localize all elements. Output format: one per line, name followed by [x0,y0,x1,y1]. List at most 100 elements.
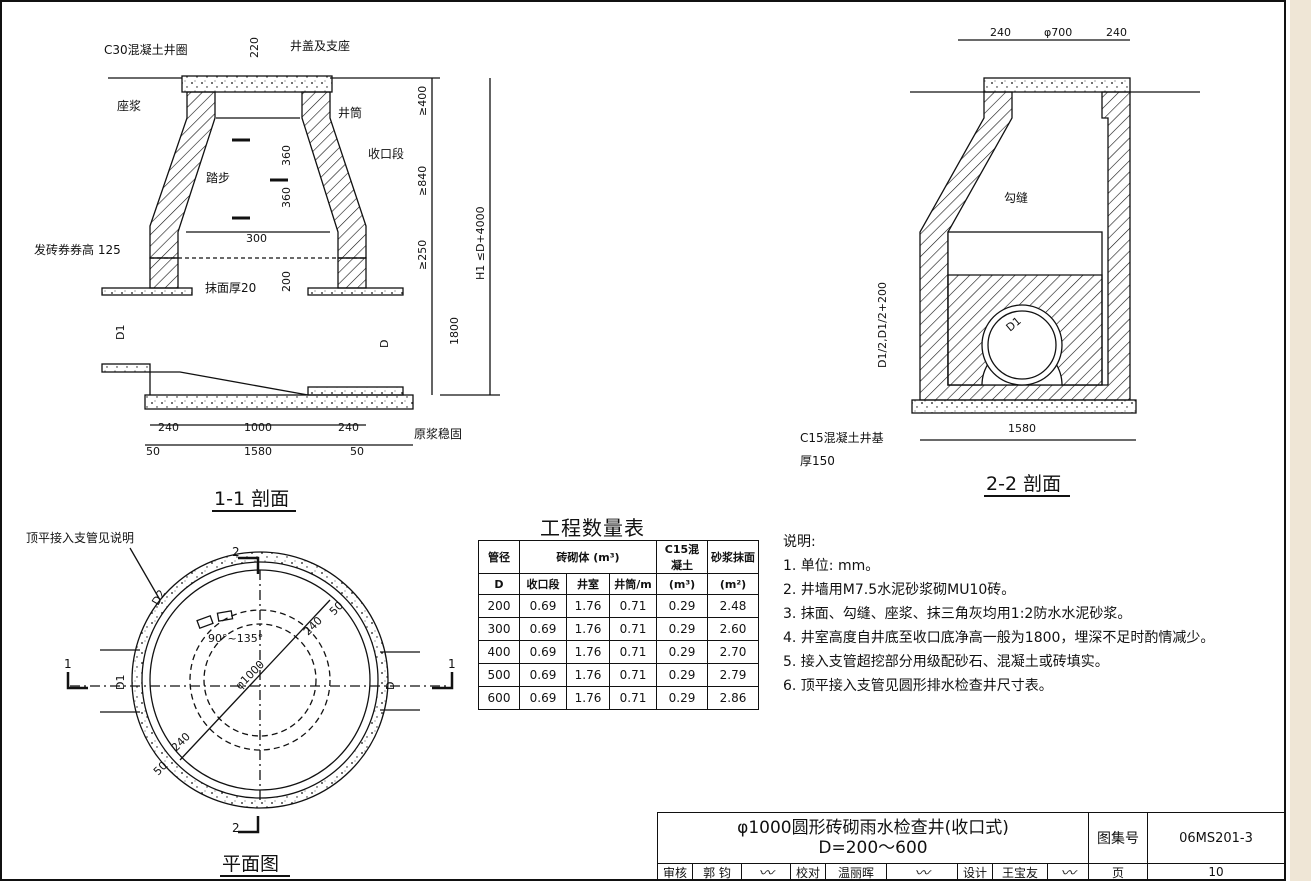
reviewer-signature: 〰 [741,863,791,882]
check-label: 校对 [790,863,826,881]
dim-h1: H1 ≤D+4000 [474,206,487,280]
th-mortar-unit: (m²) [707,573,759,595]
atlas-number: 06MS201-3 [1147,812,1285,864]
table-cell: 0.29 [656,686,708,710]
atlas-label: 图集号 [1088,812,1148,864]
dim-220: 220 [248,37,261,58]
dim-50-a: 50 [146,445,160,458]
dim-240-b: 240 [338,421,359,434]
plan-view [66,547,454,834]
table-cell: 600 [478,686,520,710]
reviewer-name: 郭 钧 [692,863,742,881]
label-c15-base: C15混凝土井基 [800,430,884,445]
page-edge [1290,0,1311,881]
th-shaft: 井筒/m [609,573,657,595]
label-step: 踏步 [206,171,230,185]
quantity-table: 管径 砖砌体 (m³) C15混凝土 砂浆抹面 D 收口段 井室 井筒/m (m… [478,540,759,710]
label-shaft: 井筒 [338,105,362,120]
table-cell: 0.29 [656,640,708,664]
caption-plan: 平面图 [222,853,279,875]
checker-name: 温丽晖 [825,863,887,881]
note-item: 2. 井墙用M7.5水泥砂浆砌MU10砖。 [783,582,1016,598]
table-cell: 0.69 [519,594,567,618]
drawing-subtitle: D=200～600 [818,838,928,858]
dim-1000: 1000 [244,421,272,434]
table-cell: 0.71 [609,663,657,687]
table-cell: 1.76 [566,686,610,710]
label-pointing: 勾缝 [1004,190,1028,205]
table-cell: 2.70 [707,640,759,664]
table-cell: 0.69 [519,617,567,641]
table-cell: 400 [478,640,520,664]
designer-name: 王宝友 [992,863,1048,881]
plan-d-label: D [384,682,397,690]
table-cell: 0.71 [609,640,657,664]
dim-360-b: 360 [280,187,293,208]
notes: 说明: 1. 单位: mm。 2. 井墙用M7.5水泥砂浆砌MU10砖。 3. … [783,530,1214,698]
label-plaster-thickness: 抹面厚20 [205,281,256,295]
drawing-title: φ1000圆形砖砌雨水检查井(收口式) [737,818,1009,838]
table-cell: 2.86 [707,686,759,710]
designer-signature: 〰 [1047,863,1089,882]
dim-360-a: 360 [280,145,293,166]
dim-1800: 1800 [448,317,461,345]
dim-300: 300 [246,232,267,245]
pipe-d-label: D [378,340,391,348]
section-2-2 [910,39,1200,441]
table-cell: 0.29 [656,594,708,618]
dim-top-240-a: 240 [990,26,1011,39]
pipe-d1-label: D1 [114,325,127,340]
dim-50-b: 50 [350,445,364,458]
table-cell: 0.29 [656,617,708,641]
table-cell: 2.79 [707,663,759,687]
table-cell: 2.60 [707,617,759,641]
table-cell: 200 [478,594,520,618]
th-c15: C15混凝土 [656,540,708,574]
label-seat-mortar: 座浆 [117,98,141,113]
th-chamber: 井室 [566,573,610,595]
dim-split: D1/2,D1/2+200 [876,282,889,368]
label-cover-support: 井盖及支座 [290,38,350,53]
dim-200: 200 [280,271,293,292]
table-cell: 0.71 [609,686,657,710]
label-reducing-section: 收口段 [368,146,404,161]
table-cell: 1.76 [566,594,610,618]
section-1-1 [101,75,500,446]
table-cell: 2.48 [707,594,759,618]
table-cell: 1.76 [566,663,610,687]
table-cell: 300 [478,617,520,641]
checker-signature: 〰 [886,863,958,882]
plan-mark-2-bottom: 2 [232,821,240,835]
title-cell: φ1000圆形砖砌雨水检查井(收口式) D=200～600 [657,812,1089,864]
note-item: 6. 顶平接入支管见圆形排水检查井尺寸表。 [783,678,1053,694]
caption-section-1-1: 1-1 剖面 [214,488,289,510]
page-border [0,0,1286,881]
review-label: 审核 [657,863,693,881]
label-c30-ring: C30混凝土井圈 [104,42,188,57]
note-item: 3. 抹面、勾缝、座浆、抹三角灰均用1:2防水水泥砂浆。 [783,606,1132,622]
th-reduce: 收口段 [519,573,567,595]
label-base-thickness: 厚150 [800,454,835,468]
th-pipe: 管径 [478,540,520,574]
dim-840: ≥840 [416,166,429,196]
label-original-soil: 原浆稳固 [414,426,462,441]
label-top-flush-branch: 顶平接入支管见说明 [26,530,134,545]
note-item: 1. 单位: mm。 [783,558,880,574]
dim-1580-a: 1580 [244,445,272,458]
table-cell: 0.69 [519,663,567,687]
th-c15-unit: (m³) [656,573,708,595]
design-label: 设计 [957,863,993,881]
dim-250: ≥250 [416,240,429,270]
plan-mark-1-left: 1 [64,657,72,671]
table-cell: 0.71 [609,594,657,618]
plan-angle-label: 90°~135° [208,632,263,645]
dim-top-phi700: φ700 [1044,26,1072,39]
dim-400: ≥400 [416,86,429,116]
label-arch-brick: 发砖券券高 125 [34,242,121,257]
